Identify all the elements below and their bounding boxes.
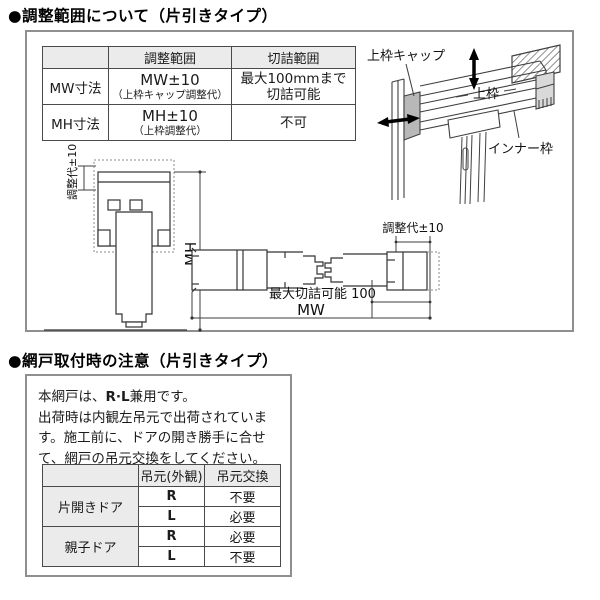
vsec-adjust-label: 調整代±10 [65,144,79,200]
table-header-row: 吊元(外観) 吊元交換 [42,464,281,487]
hsec-interlock [303,255,343,285]
vsec-door [115,211,153,328]
hsec-adjust-label: 調整代±10 [382,220,443,235]
top-frame-label: 上枠 [473,87,499,102]
vsec-adjust-dim [78,165,96,191]
cut-value: 最大100mmまで [240,70,347,87]
mw-label: MW [297,301,325,319]
rl-bold: R·L [105,389,130,405]
vertical-section-diagram: 調整代±10 MH [44,144,206,332]
table-row: 片開きドア R 不要 [42,486,281,527]
hsec-cut-dim [371,280,430,318]
cut-header-cell: 切詰範囲 [231,46,356,69]
swap-cell: 不要 [204,486,281,507]
hsec-rails-right [343,253,387,287]
dim-dot [428,240,432,244]
note-paragraph: 本網戸は、R·L兼用です。 出荷時は内観左吊元で出荷されていま す。施工前に、ド… [38,387,267,469]
range-note: （上枠調整代） [133,125,207,137]
hinge-cell: L [138,546,205,567]
swap-cell: 不要 [204,546,281,567]
section1-title: ●調整範囲について（片引きタイプ） [8,7,278,25]
note-line-2: 出荷時は内観左吊元で出荷されていま [38,409,268,426]
row-label: MW寸法 [42,68,109,105]
swap-header-cell: 吊元交換 [204,464,281,487]
range-value: MW±10 [140,71,200,89]
swap-cell: 必要 [204,526,281,547]
dim-dot [394,240,398,244]
range-note: （上枠キャップ調整代） [112,89,228,101]
table-row: L 不要 [43,546,281,567]
mw-dimension [191,292,430,319]
hinge-cell: R [138,486,205,507]
table-row: 親子ドア R 必要 [42,526,281,567]
horizontal-adjust-arrow [377,114,420,127]
range-value: MH±10 [142,107,198,125]
top-frame-3d-diagram: 上枠キャップ 上枠 インナー枠 [367,44,561,205]
door-jamb [391,78,405,200]
blank-header-cell [42,46,109,69]
top-frame-body [419,60,547,131]
dim-dot [428,316,432,320]
dim-dot [198,328,202,332]
top-frame-cap-label: 上枠キャップ [367,49,445,64]
hsec-dashed-zone [427,251,440,291]
cap-leader-line [405,63,415,97]
cover-plate [447,109,501,139]
hsec-adjust-dim [395,236,431,318]
dim-dot [190,316,194,320]
row-label: MH寸法 [42,104,109,141]
hsec-cut-label: 最大切詰可能 100 [269,286,376,302]
table-row: MW寸法 MW±10 （上枠キャップ調整代） 最大100mmまで 切詰可能 [42,68,356,105]
inner-leader-line [513,110,520,139]
cut-value: 不可 [280,114,307,131]
door-type-cell: 片開きドア [42,486,139,527]
cut-value2: 切詰可能 [266,86,321,103]
note-line-3: す。施工前に、ドアの開き勝手に合せ [38,430,266,446]
adjust-range-panel: 調整範囲 切詰範囲 MW寸法 MW±10 （上枠キャップ調整代） 最大100mm… [25,30,574,332]
frame-label-dash [455,94,469,98]
horizontal-section-diagram: 調整代±10 最大切詰可能 100 MW [190,220,444,320]
dim-dot [370,300,374,304]
hsec-right-profile [386,251,428,291]
note-line-4: て、網戸の吊元交換をしてください。 [38,450,267,467]
range-header-cell: 調整範囲 [108,46,232,69]
screen-door-note-panel: 本網戸は、R·L兼用です。 出荷時は内観左吊元で出荷されていま す。施工前に、ド… [25,374,292,577]
inner-frame-label: インナー枠 [488,142,553,157]
vertical-adjust-arrow [469,48,479,90]
door-type-cell: 親子ドア [42,526,139,567]
hinge-cell: L [138,506,205,527]
dim-dot [198,170,202,174]
inner-frame-shape [535,71,555,110]
adjust-range-table: 調整範囲 切詰範囲 MW寸法 MW±10 （上枠キャップ調整代） 最大100mm… [42,46,356,141]
blank-header-cell [42,464,139,487]
swap-cell: 必要 [204,506,281,527]
frame-label-dash2 [503,88,517,92]
note-line-1: 本網戸は、R·L兼用です。 [38,389,196,405]
table-header-row: 調整範囲 切詰範囲 [42,46,356,69]
hsec-rails-left [267,251,303,289]
table-row: MH寸法 MH±10 （上枠調整代） 不可 [42,104,356,141]
hinge-swap-table: 吊元(外観) 吊元交換 片開きドア R 不要 L 必要 親子ドア R 必要 L … [42,464,281,567]
hinge-header-cell: 吊元(外観) [138,464,205,487]
section2-title: ●網戸取付時の注意（片引きタイプ） [8,352,279,370]
dim-dot [428,300,432,304]
door-slab [459,131,487,205]
hinge-cell: R [138,526,205,547]
hsec-left-profile [191,247,268,293]
